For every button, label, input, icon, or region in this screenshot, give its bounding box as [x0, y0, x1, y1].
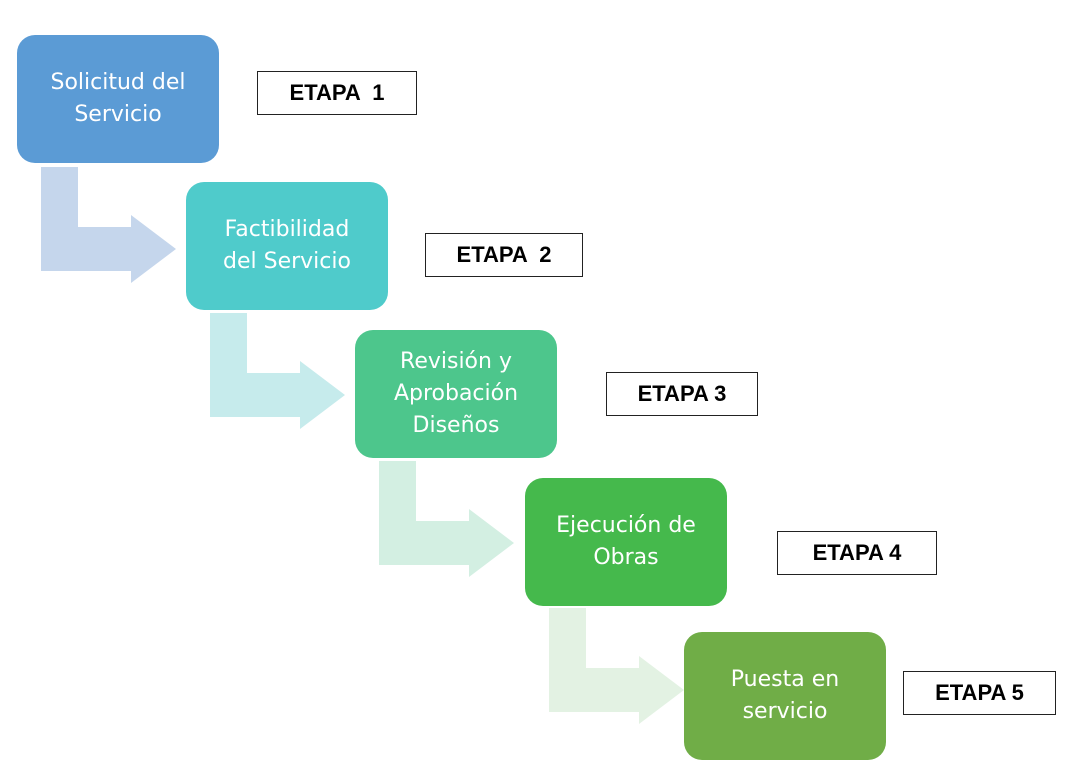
stage-label-1: ETAPA 1 — [257, 71, 417, 115]
step-box-ejecucion: Ejecución de Obras — [525, 478, 727, 606]
step-box-solicitud: Solicitud del Servicio — [17, 35, 219, 163]
connector-arrow-1 — [41, 167, 176, 283]
connector-arrow-2 — [210, 313, 345, 429]
step-box-revision: Revisión y Aprobación Diseños — [355, 330, 557, 458]
step-box-puesta: Puesta en servicio — [684, 632, 886, 760]
step-label: Revisión y Aprobación Diseños — [393, 349, 519, 438]
stage-label-5: ETAPA 5 — [903, 671, 1056, 715]
stage-label-4: ETAPA 4 — [777, 531, 937, 575]
step-box-factibilidad: Factibilidad del Servicio — [186, 182, 388, 310]
step-label: Factibilidad del Servicio — [223, 217, 351, 274]
stage-label-2: ETAPA 2 — [425, 233, 583, 277]
step-label: Ejecución de Obras — [556, 513, 696, 570]
step-label: Solicitud del Servicio — [50, 70, 186, 127]
step-label: Puesta en servicio — [730, 667, 840, 724]
connector-arrow-3 — [379, 461, 514, 577]
connector-arrow-4 — [549, 608, 684, 724]
stage-label-3: ETAPA 3 — [606, 372, 758, 416]
